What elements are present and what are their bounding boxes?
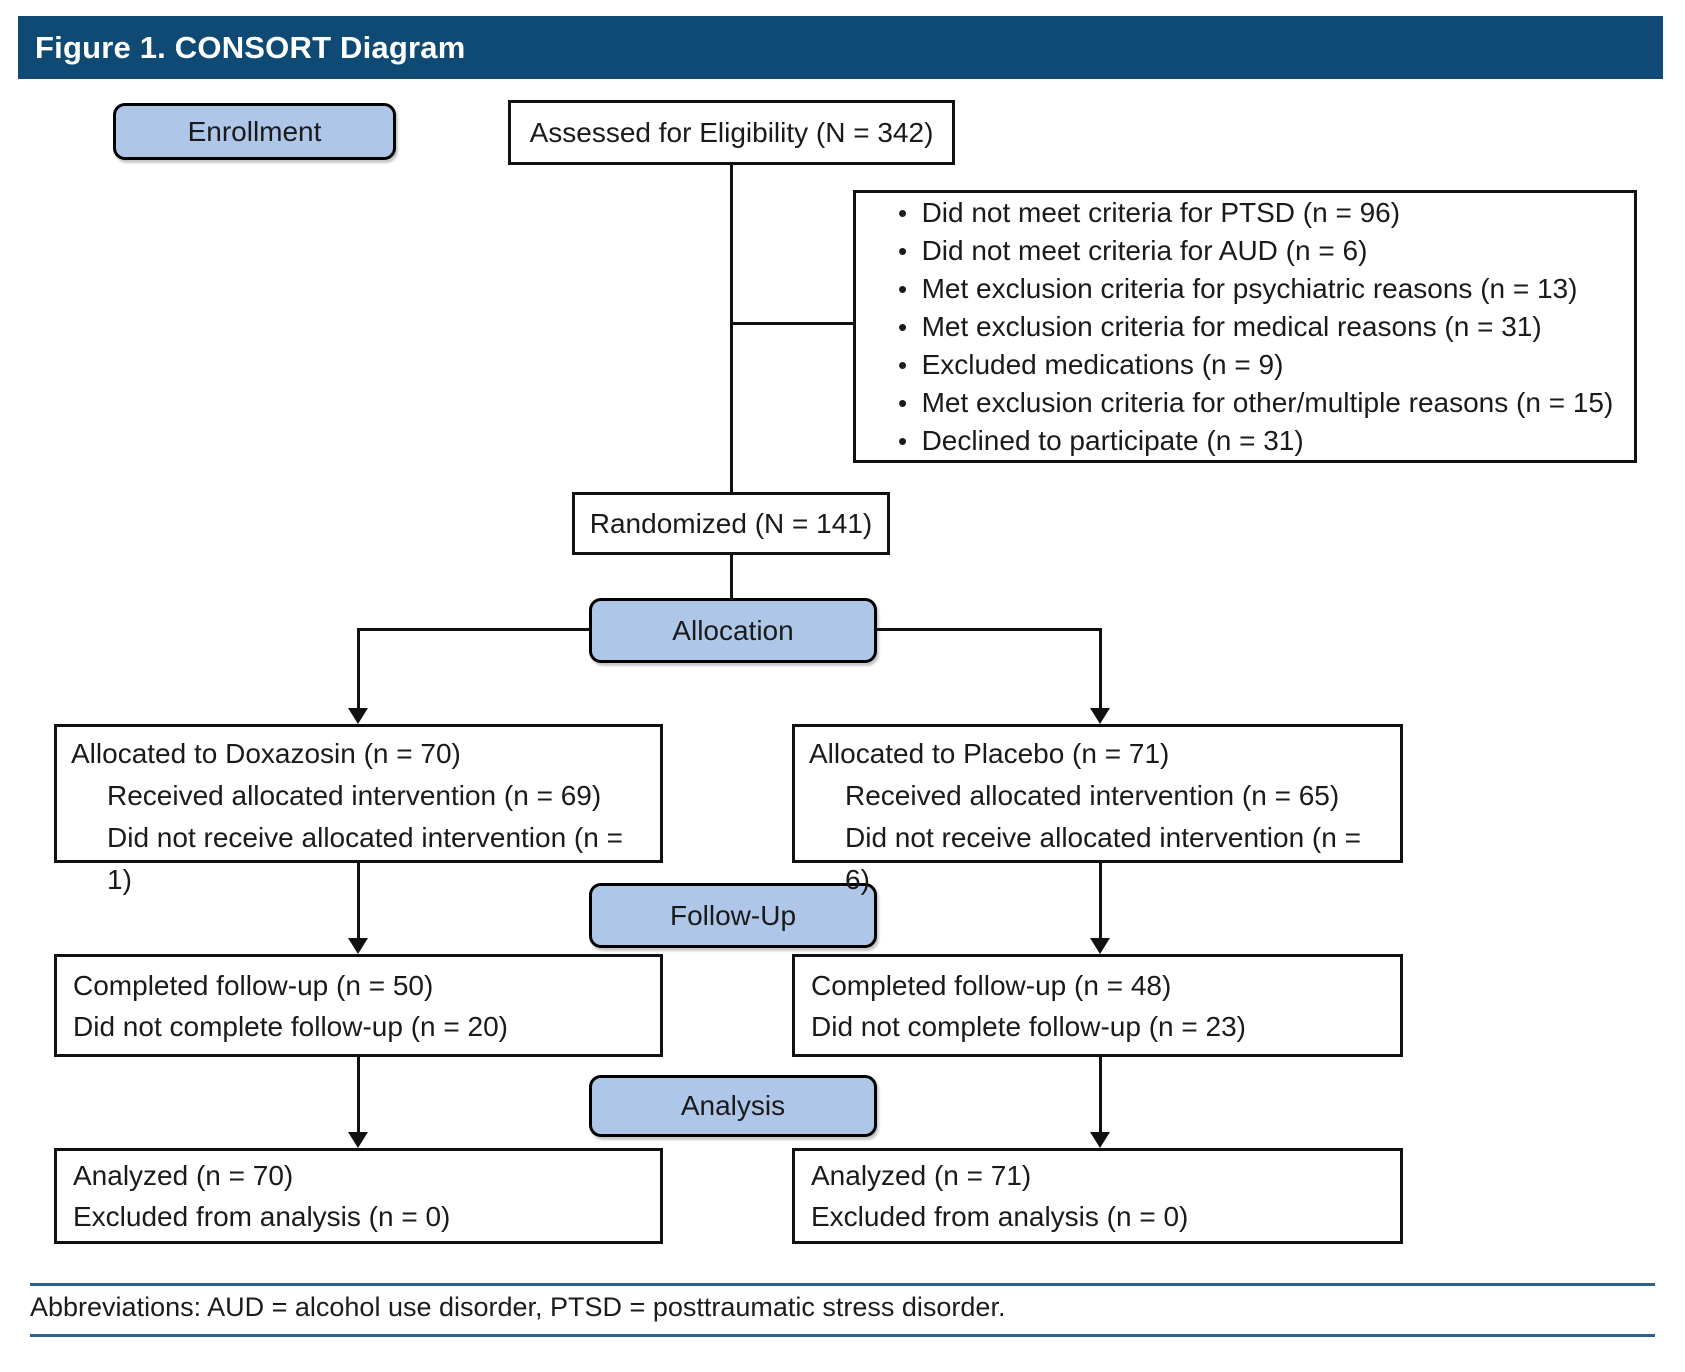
abbreviations-text: Abbreviations: AUD = alcohol use disorde… [30, 1292, 1006, 1322]
doxazosin-allocation-box: Allocated to Doxazosin (n = 70) Received… [54, 724, 663, 895]
footer-rule-top [30, 1283, 1655, 1286]
excluded-item: Declined to participate (n = 31) [898, 422, 1620, 460]
connector-right-drop-analysis [1099, 1055, 1102, 1134]
doxazosin-analysis-box: Analyzed (n = 70) Excluded from analysis… [54, 1148, 663, 1244]
footer-rule-bottom [30, 1334, 1655, 1337]
allocation-label-text: Allocation [672, 614, 794, 646]
connector-right-drop-followup [1099, 861, 1102, 940]
excluded-item: Met exclusion criteria for psychiatric r… [898, 270, 1620, 308]
placebo-completed-text: Completed follow-up (n = 48) [811, 969, 1172, 1001]
stage-label-analysis: Analysis [589, 1075, 877, 1137]
stage-label-allocation: Allocation [589, 598, 877, 663]
excluded-item: Met exclusion criteria for other/multipl… [898, 384, 1620, 422]
connector-left-drop-followup [357, 861, 360, 940]
placebo-allocated-text: Allocated to Placebo (n = 71) [809, 738, 1170, 769]
placebo-followup-box: Completed follow-up (n = 48) Did not com… [792, 954, 1403, 1057]
stage-label-enrollment: Enrollment [113, 103, 396, 160]
doxazosin-not-received-text: Did not receive allocated intervention (… [107, 822, 623, 895]
stage-label-follow-up: Follow-Up [589, 883, 877, 948]
connector-allocation-right-horizontal [876, 628, 1102, 631]
analysis-label-text: Analysis [680, 1090, 786, 1121]
arrow-down-icon [1090, 708, 1110, 724]
placebo-not-received-text: Did not receive allocated intervention (… [845, 822, 1361, 895]
placebo-excluded-analysis-text: Excluded from analysis (n = 0) [811, 1201, 1189, 1232]
enrollment-label-text: Enrollment [187, 115, 322, 147]
connector-allocation-left-horizontal [357, 628, 589, 631]
connector-randomized-to-allocation [730, 553, 733, 600]
randomized-text: Randomized (N = 141) [589, 507, 873, 539]
placebo-allocation-box: Allocated to Placebo (n = 71) Received a… [792, 724, 1403, 895]
placebo-received-text: Received allocated intervention (n = 65) [845, 780, 1340, 811]
placebo-analysis-box: Analyzed (n = 71) Excluded from analysis… [792, 1148, 1403, 1244]
arrow-down-icon [1090, 938, 1110, 954]
excluded-item: Did not meet criteria for AUD (n = 6) [898, 232, 1620, 270]
doxazosin-received-text: Received allocated intervention (n = 69) [107, 780, 602, 811]
placebo-not-completed-text: Did not complete follow-up (n = 23) [811, 1010, 1246, 1042]
doxazosin-not-completed-text: Did not complete follow-up (n = 20) [73, 1010, 508, 1042]
doxazosin-allocated-text: Allocated to Doxazosin (n = 70) [71, 738, 461, 769]
doxazosin-followup-box: Completed follow-up (n = 50) Did not com… [54, 954, 663, 1057]
assessed-text: Assessed for Eligibility (N = 342) [529, 116, 934, 148]
excluded-item: Met exclusion criteria for medical reaso… [898, 308, 1620, 346]
follow-up-label-text: Follow-Up [669, 899, 797, 931]
connector-left-drop-allocation [357, 628, 360, 710]
excluded-item: Did not meet criteria for PTSD (n = 96) [898, 194, 1620, 232]
placebo-analyzed-text: Analyzed (n = 71) [811, 1160, 1032, 1191]
doxazosin-excluded-analysis-text: Excluded from analysis (n = 0) [73, 1201, 451, 1232]
connector-left-drop-analysis [357, 1055, 360, 1134]
connector-assessed-to-randomized [730, 163, 733, 492]
arrow-down-icon [1090, 1132, 1110, 1148]
figure-title: Figure 1. CONSORT Diagram [35, 29, 466, 65]
arrow-down-icon [348, 708, 368, 724]
assessed-box: Assessed for Eligibility (N = 342) [508, 100, 955, 165]
excluded-item: Excluded medications (n = 9) [898, 346, 1620, 384]
doxazosin-analyzed-text: Analyzed (n = 70) [73, 1160, 294, 1191]
arrow-down-icon [348, 938, 368, 954]
connector-right-drop-allocation [1099, 628, 1102, 710]
excluded-box: Did not meet criteria for PTSD (n = 96) … [853, 190, 1637, 463]
figure-title-bar: Figure 1. CONSORT Diagram [18, 16, 1663, 79]
connector-branch-to-excluded [730, 322, 855, 325]
doxazosin-completed-text: Completed follow-up (n = 50) [73, 969, 434, 1001]
randomized-box: Randomized (N = 141) [572, 492, 890, 555]
arrow-down-icon [348, 1132, 368, 1148]
